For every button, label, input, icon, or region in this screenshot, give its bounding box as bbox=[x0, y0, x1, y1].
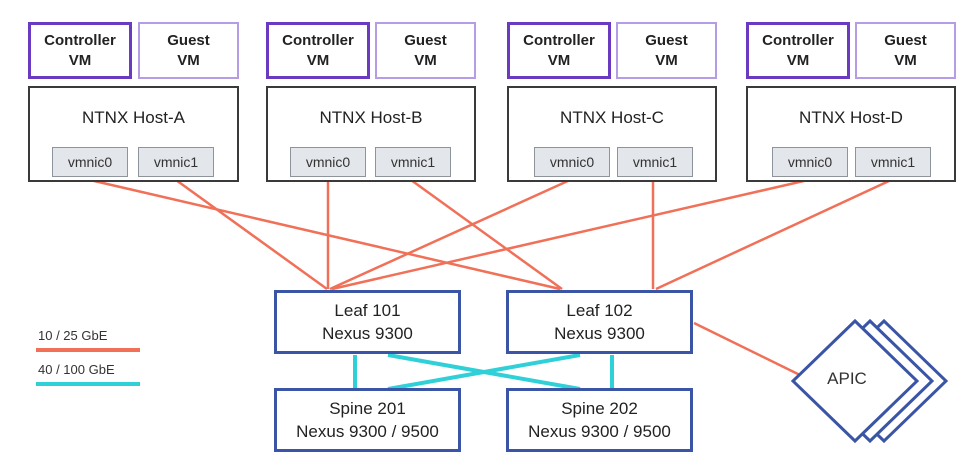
guest-vm-host-c: Guest VM bbox=[616, 22, 717, 79]
leaf-101-name: Leaf 101 bbox=[334, 301, 401, 320]
host-b: NTNX Host-B vmnic0 vmnic1 bbox=[266, 86, 476, 182]
host-d: NTNX Host-D vmnic0 vmnic1 bbox=[746, 86, 956, 182]
link-leaf-102-spine-201 bbox=[387, 353, 581, 391]
spine-201: Spine 201 Nexus 9300 / 9500 bbox=[274, 388, 461, 452]
host-a-vmnic1: vmnic1 bbox=[138, 147, 214, 177]
controller-vm-host-c: Controller VM bbox=[507, 22, 611, 79]
apic-icon bbox=[790, 318, 949, 444]
leaf-102-model: Nexus 9300 bbox=[554, 324, 645, 343]
apic-label: APIC bbox=[827, 369, 867, 388]
host-b-label: NTNX Host-B bbox=[319, 108, 423, 127]
guest-vm-host-a: Guest VM bbox=[138, 22, 239, 79]
leaf-101-model: Nexus 9300 bbox=[322, 324, 413, 343]
host-a: NTNX Host-A vmnic0 vmnic1 bbox=[28, 86, 239, 182]
spine-202-name: Spine 202 bbox=[561, 399, 638, 418]
host-c-vmnic0: vmnic0 bbox=[534, 147, 610, 177]
leaf-101: Leaf 101 Nexus 9300 bbox=[274, 290, 461, 354]
link-host-b-vmnic1-leaf-102 bbox=[410, 178, 563, 291]
host-b-vmnic0: vmnic0 bbox=[290, 147, 366, 177]
link-host-c-vmnic0-leaf-101 bbox=[329, 178, 571, 291]
host-c: NTNX Host-C vmnic0 vmnic1 bbox=[507, 86, 717, 182]
link-leaf-102-apic bbox=[693, 321, 807, 380]
host-d-vmnic1: vmnic1 bbox=[855, 147, 931, 177]
controller-vm-host-a: Controller VM bbox=[28, 22, 132, 79]
leaf-102-name: Leaf 102 bbox=[566, 301, 633, 320]
host-a-vmnic0: vmnic0 bbox=[52, 147, 128, 177]
controller-vm-host-d: Controller VM bbox=[746, 22, 850, 79]
link-host-a-vmnic0-leaf-102 bbox=[89, 178, 561, 291]
spine-202-model: Nexus 9300 / 9500 bbox=[528, 422, 671, 441]
spine-202: Spine 202 Nexus 9300 / 9500 bbox=[506, 388, 693, 452]
legend-swatches bbox=[36, 348, 140, 386]
leaf-102: Leaf 102 Nexus 9300 bbox=[506, 290, 693, 354]
controller-vm-host-b: Controller VM bbox=[266, 22, 370, 79]
host-d-vmnic0: vmnic0 bbox=[772, 147, 848, 177]
link-host-a-vmnic1-leaf-101 bbox=[175, 178, 328, 291]
fabric-links bbox=[353, 353, 614, 391]
host-d-label: NTNX Host-D bbox=[799, 108, 903, 127]
guest-vm-host-b: Guest VM bbox=[375, 22, 476, 79]
spine-201-name: Spine 201 bbox=[329, 399, 406, 418]
host-c-label: NTNX Host-C bbox=[560, 108, 664, 127]
legend-label-10-25: 10 / 25 GbE bbox=[38, 328, 108, 343]
link-host-d-vmnic0-leaf-101 bbox=[331, 178, 809, 291]
spine-201-model: Nexus 9300 / 9500 bbox=[296, 422, 439, 441]
host-a-label: NTNX Host-A bbox=[82, 108, 185, 127]
guest-vm-host-d: Guest VM bbox=[855, 22, 956, 79]
host-c-vmnic1: vmnic1 bbox=[617, 147, 693, 177]
host-b-vmnic1: vmnic1 bbox=[375, 147, 451, 177]
access-links bbox=[89, 178, 892, 380]
legend-label-40-100: 40 / 100 GbE bbox=[38, 362, 115, 377]
link-host-d-vmnic1-leaf-102 bbox=[655, 178, 892, 291]
